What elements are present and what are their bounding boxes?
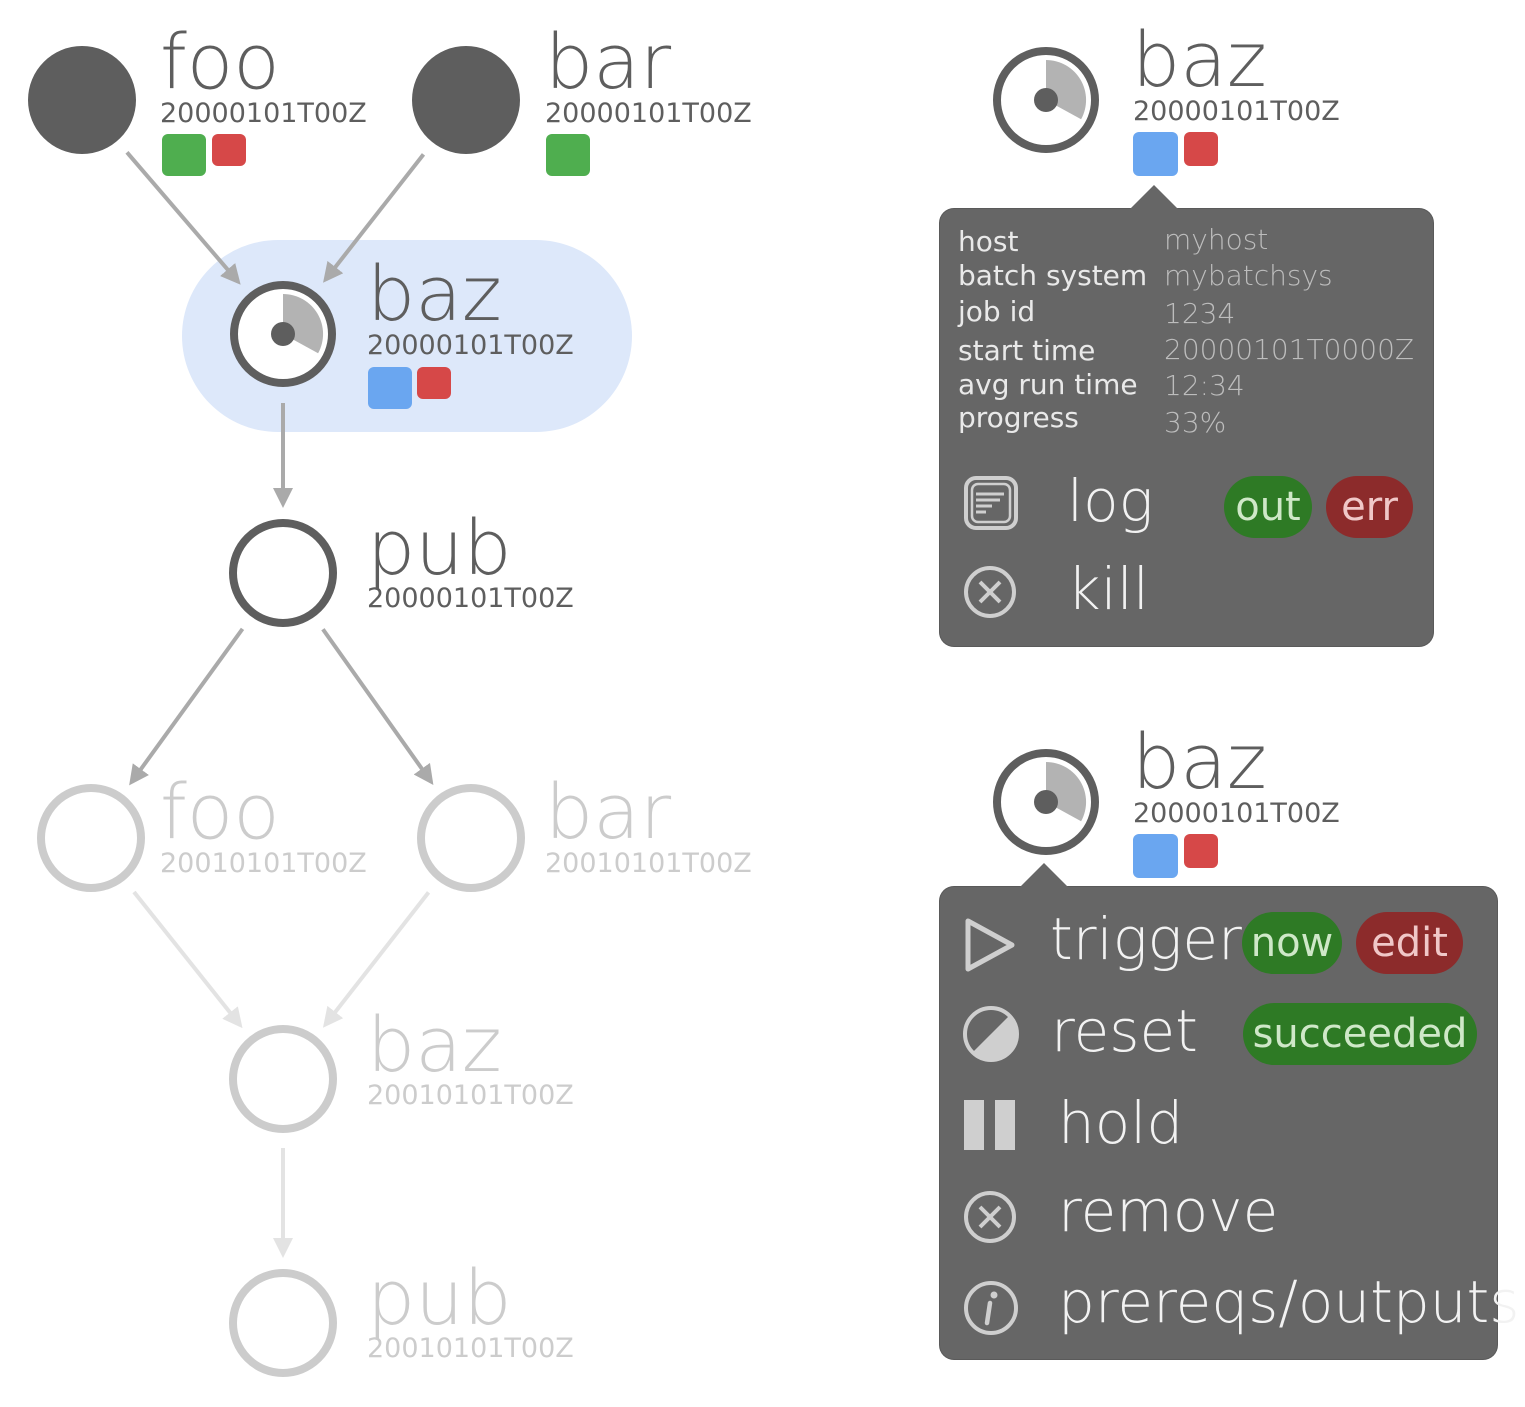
cancel-circle-icon — [964, 566, 1016, 618]
trigger-now-button[interactable]: now — [1242, 912, 1342, 974]
reset-succeeded-button[interactable]: succeeded — [1243, 1003, 1477, 1065]
node-cycle: 20000101T00Z — [367, 583, 574, 614]
flags — [162, 132, 1218, 878]
node-icon-running[interactable] — [230, 281, 336, 387]
node-name: baz — [367, 1000, 502, 1089]
popup-menu-task: baz 20000101T00Z — [993, 717, 1340, 855]
info-value-job-id: 1234 — [1164, 297, 1236, 330]
node-baz1[interactable]: baz 20000101T00Z — [367, 249, 574, 361]
node-name: baz — [1132, 717, 1267, 806]
node-icon-succeeded[interactable] — [28, 46, 136, 154]
edge-pub1-foo2 — [129, 627, 245, 786]
popup-info-task: baz 20000101T00Z — [993, 15, 1340, 153]
popup-pointer — [1128, 185, 1180, 211]
node-icon-running[interactable] — [993, 749, 1099, 855]
trigger-edit-button[interactable]: edit — [1356, 912, 1463, 974]
info-key-progress: progress — [958, 401, 1079, 434]
reset-label: reset — [1051, 997, 1198, 1065]
node-pub2[interactable]: pub 20010101T00Z — [367, 1253, 574, 1364]
pause-icon — [964, 1100, 1015, 1150]
info-key-batch-system: batch system — [958, 259, 1148, 292]
flag-blue — [1133, 834, 1178, 878]
edge-foo2-baz2 — [132, 890, 243, 1029]
info-key-job-id: job id — [958, 295, 1036, 328]
node-icon-waiting[interactable] — [229, 519, 337, 627]
node-cycle: 20000101T00Z — [367, 330, 574, 361]
node-pub1[interactable]: pub 20000101T00Z — [367, 503, 574, 614]
node-icon-future[interactable] — [37, 784, 145, 892]
kill-label: kill — [1067, 555, 1149, 623]
flag-red — [212, 134, 246, 166]
flag-blue — [1133, 132, 1178, 176]
node-cycle: 20000101T00Z — [1133, 798, 1340, 829]
info-value-start-time: 20000101T0000Z — [1164, 333, 1415, 366]
node-name: bar — [545, 767, 672, 856]
trigger-label: trigger — [1050, 905, 1242, 973]
node-name: pub — [367, 503, 512, 592]
node-name: baz — [367, 249, 502, 338]
node-bar1[interactable]: bar 20000101T00Z — [545, 17, 752, 129]
job-info-popup: host myhost batch system mybatchsys job … — [940, 185, 1433, 646]
info-value-host: myhost — [1164, 223, 1269, 256]
popup-pointer — [1018, 863, 1070, 889]
info-value-batch-system: mybatchsys — [1164, 259, 1333, 292]
info-value-progress: 33% — [1164, 406, 1227, 439]
flag-green — [162, 134, 206, 176]
cancel-circle-icon — [964, 1191, 1016, 1243]
graph-nodes — [28, 46, 525, 1377]
info-key-host: host — [958, 225, 1019, 258]
graph-edges — [125, 151, 434, 1258]
flag-blue — [368, 367, 412, 409]
info-icon — [964, 1281, 1018, 1335]
info-key-avg-run-time: avg run time — [958, 368, 1138, 401]
prereqs-outputs-label: prereqs/outputs — [1058, 1268, 1520, 1336]
flag-green — [546, 134, 590, 176]
info-key-start-time: start time — [958, 334, 1096, 367]
node-name: bar — [545, 17, 672, 106]
flag-red — [1184, 132, 1218, 166]
log-out-button[interactable]: out — [1224, 476, 1312, 538]
hold-label: hold — [1058, 1089, 1184, 1157]
node-cycle: 20010101T00Z — [545, 848, 752, 879]
node-cycle: 20010101T00Z — [367, 1080, 574, 1111]
flag-red — [1184, 834, 1218, 868]
edge-bar1-baz1 — [323, 153, 426, 283]
edge-bar2-baz2 — [322, 891, 431, 1028]
node-cycle: 20000101T00Z — [545, 98, 752, 129]
node-icon-succeeded[interactable] — [412, 46, 520, 154]
remove-label: remove — [1058, 1177, 1279, 1245]
log-err-button[interactable]: err — [1326, 476, 1413, 538]
node-name: foo — [160, 767, 280, 856]
node-foo2[interactable]: foo 20010101T00Z — [160, 767, 367, 879]
node-icon-running[interactable] — [993, 47, 1099, 153]
info-value-avg-run-time: 12:34 — [1164, 369, 1245, 402]
node-baz2[interactable]: baz 20010101T00Z — [367, 1000, 574, 1111]
node-cycle: 20010101T00Z — [367, 1333, 574, 1364]
node-icon-future[interactable] — [417, 784, 525, 892]
log-label: log — [1067, 467, 1154, 535]
task-menu-popup: trigger now edit reset succeeded hold re… — [940, 863, 1519, 1359]
play-icon — [965, 918, 1015, 972]
node-cycle: 20000101T00Z — [160, 98, 367, 129]
node-name: baz — [1132, 15, 1267, 104]
log-icon — [964, 476, 1018, 530]
edge-foo1-baz1 — [125, 151, 241, 285]
node-icon-future[interactable] — [229, 1269, 337, 1377]
node-bar2[interactable]: bar 20010101T00Z — [545, 767, 752, 879]
flag-red — [417, 367, 451, 399]
half-circle-icon — [963, 1006, 1019, 1062]
node-cycle: 20010101T00Z — [160, 848, 367, 879]
node-name: foo — [160, 17, 280, 106]
edge-pub1-bar2 — [321, 628, 434, 785]
node-foo1[interactable]: foo 20000101T00Z — [160, 17, 367, 129]
node-name: pub — [367, 1253, 512, 1342]
node-cycle: 20000101T00Z — [1133, 96, 1340, 127]
node-icon-future[interactable] — [229, 1025, 337, 1133]
